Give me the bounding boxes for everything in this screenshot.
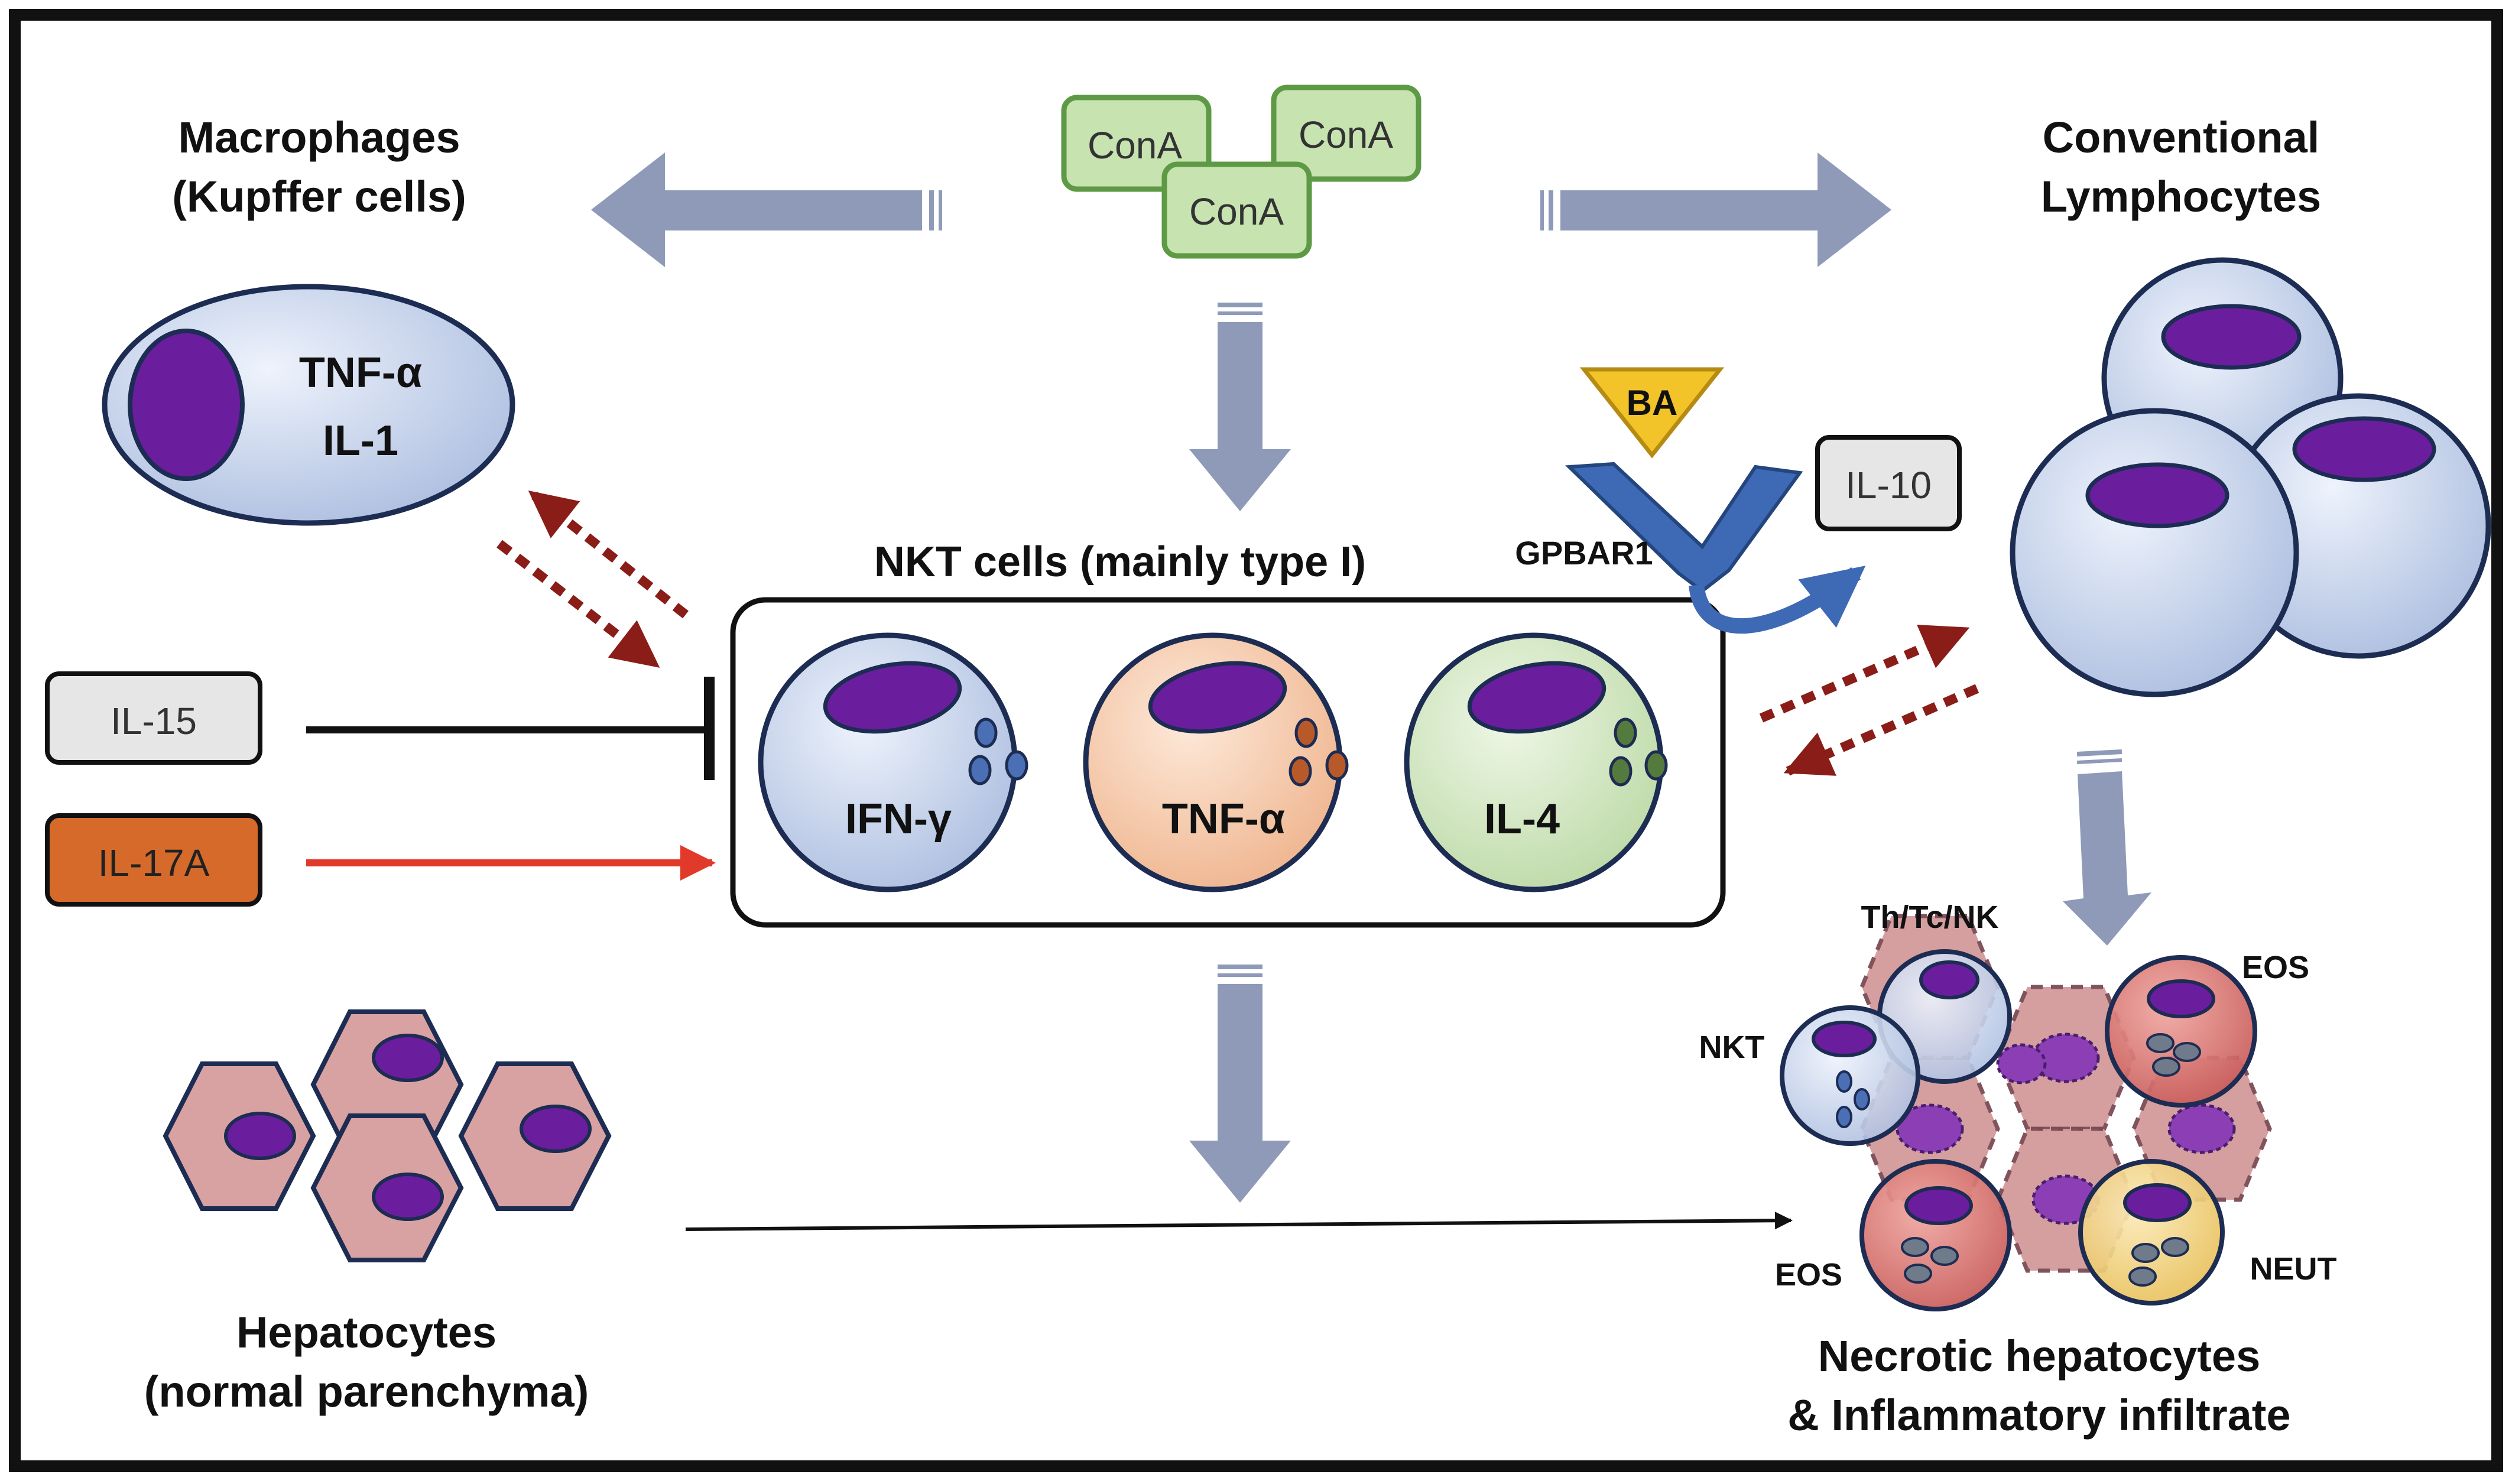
label-eos-top: EOS	[2242, 950, 2309, 985]
nkt-section: NKT cells (mainly type I) IFN-γ TNF-α	[730, 538, 1726, 928]
lymphocytes-section: Conventional Lymphocytes	[2010, 113, 2491, 697]
il17a-group: IL-17A	[45, 813, 716, 907]
il10-label: IL-10	[1845, 464, 1932, 506]
infiltrate-eos-bottom	[1859, 1159, 2012, 1311]
label-eos-bottom: EOS	[1775, 1257, 1842, 1293]
hepatocytes-title-2: (normal parenchyma)	[144, 1367, 589, 1416]
pathway-arrow-down-1	[1189, 303, 1291, 511]
ba-triangle	[1579, 367, 1725, 459]
gpbar1-label: GPBAR1	[1515, 534, 1653, 571]
il10-box: IL-10	[1815, 435, 1962, 531]
hepatocytes-section	[163, 1009, 612, 1262]
conA-box-3: ConA	[1161, 161, 1312, 259]
nkt-cell-label-tnfa: TNF-α	[1162, 795, 1285, 843]
lymphocytes-title-2: Lymphocytes	[2041, 172, 2321, 221]
conA-label-2: ConA	[1299, 113, 1393, 156]
nkt-title: NKT cells (mainly type I)	[874, 538, 1366, 586]
nkt-cell-ifng: IFN-γ	[758, 632, 1028, 892]
infiltrate-eos-top	[2105, 955, 2257, 1108]
infiltrate-neut	[2078, 1159, 2225, 1306]
conA-label-1: ConA	[1088, 124, 1182, 167]
label-nkt: NKT	[1699, 1030, 1765, 1065]
pathway-arrow-diag	[2063, 749, 2151, 946]
macrophages-section: Macrophages (Kupffer cells) TNF-α IL-1	[102, 113, 515, 526]
hepatocyte-cell-right	[458, 1061, 612, 1211]
ba-label: BA	[1627, 383, 1678, 423]
pathway-arrows	[591, 152, 2151, 1203]
hepatocyte-cell-left	[163, 1061, 316, 1211]
conA-box-2: ConA	[1271, 85, 1421, 182]
macrophage-cytokine-2: IL-1	[323, 417, 398, 465]
macrophage-cytokine-1: TNF-α	[299, 349, 422, 397]
il17a-label: IL-17A	[98, 842, 210, 884]
nkt-cell-il4: IL-4	[1404, 632, 1668, 892]
hepatocyte-cell-bottom	[310, 1113, 464, 1262]
nkt-cell-label-il4: IL-4	[1484, 795, 1560, 843]
receptor-icon	[1565, 462, 1803, 593]
conA-label-3: ConA	[1189, 190, 1284, 233]
il15-label: IL-15	[111, 700, 197, 742]
necrotic-nuclei	[1896, 1032, 2236, 1225]
macrophage-nucleus	[128, 329, 245, 481]
lymphocytes-title-1: Conventional	[2043, 113, 2320, 162]
il17a-box	[45, 813, 262, 907]
label-th-tc-nk: Th/Tc/NK	[1861, 900, 1999, 935]
lymphocyte-cell-left	[2010, 408, 2299, 697]
bidirectional-dotted-arrow-icon-macrophage	[496, 489, 689, 669]
hepatocyte-to-necrosis-arrow	[685, 1212, 1793, 1231]
macrophages-title-1: Macrophages	[178, 113, 460, 162]
label-neut: NEUT	[2250, 1251, 2337, 1287]
bidirectional-dotted-arrow-icon-lymphocytes	[1759, 625, 1979, 776]
necrosis-title-2: & Inflammatory infiltrate	[1787, 1391, 2290, 1440]
il15-group: IL-15	[45, 671, 715, 780]
necrosis-title-1: Necrotic hepatocytes	[1818, 1332, 2261, 1381]
gpbar1-to-il10-arrow	[1689, 566, 1866, 634]
pathway-arrow-left	[591, 152, 942, 267]
pathway-arrow-right	[1540, 152, 1891, 267]
il15-box	[45, 671, 262, 765]
nkt-cell-tnfa: TNF-α	[1083, 632, 1349, 892]
macrophages-title-2: (Kupffer cells)	[172, 172, 466, 221]
necrosis-section: Th/Tc/NK NKT EOS EOS NEUT Necrotic hepat…	[1699, 900, 2337, 1440]
conA-group: ConA ConA ConA	[1061, 85, 1421, 259]
pathway-arrow-down-2	[1189, 965, 1291, 1203]
nkt-cell-label-ifng: IFN-γ	[845, 795, 952, 843]
hepatocytes-title-1: Hepatocytes	[236, 1308, 496, 1357]
infiltrate-nkt	[1780, 1005, 1920, 1146]
ba-receptor-group: BA GPBAR1 IL-10	[1515, 367, 1962, 634]
